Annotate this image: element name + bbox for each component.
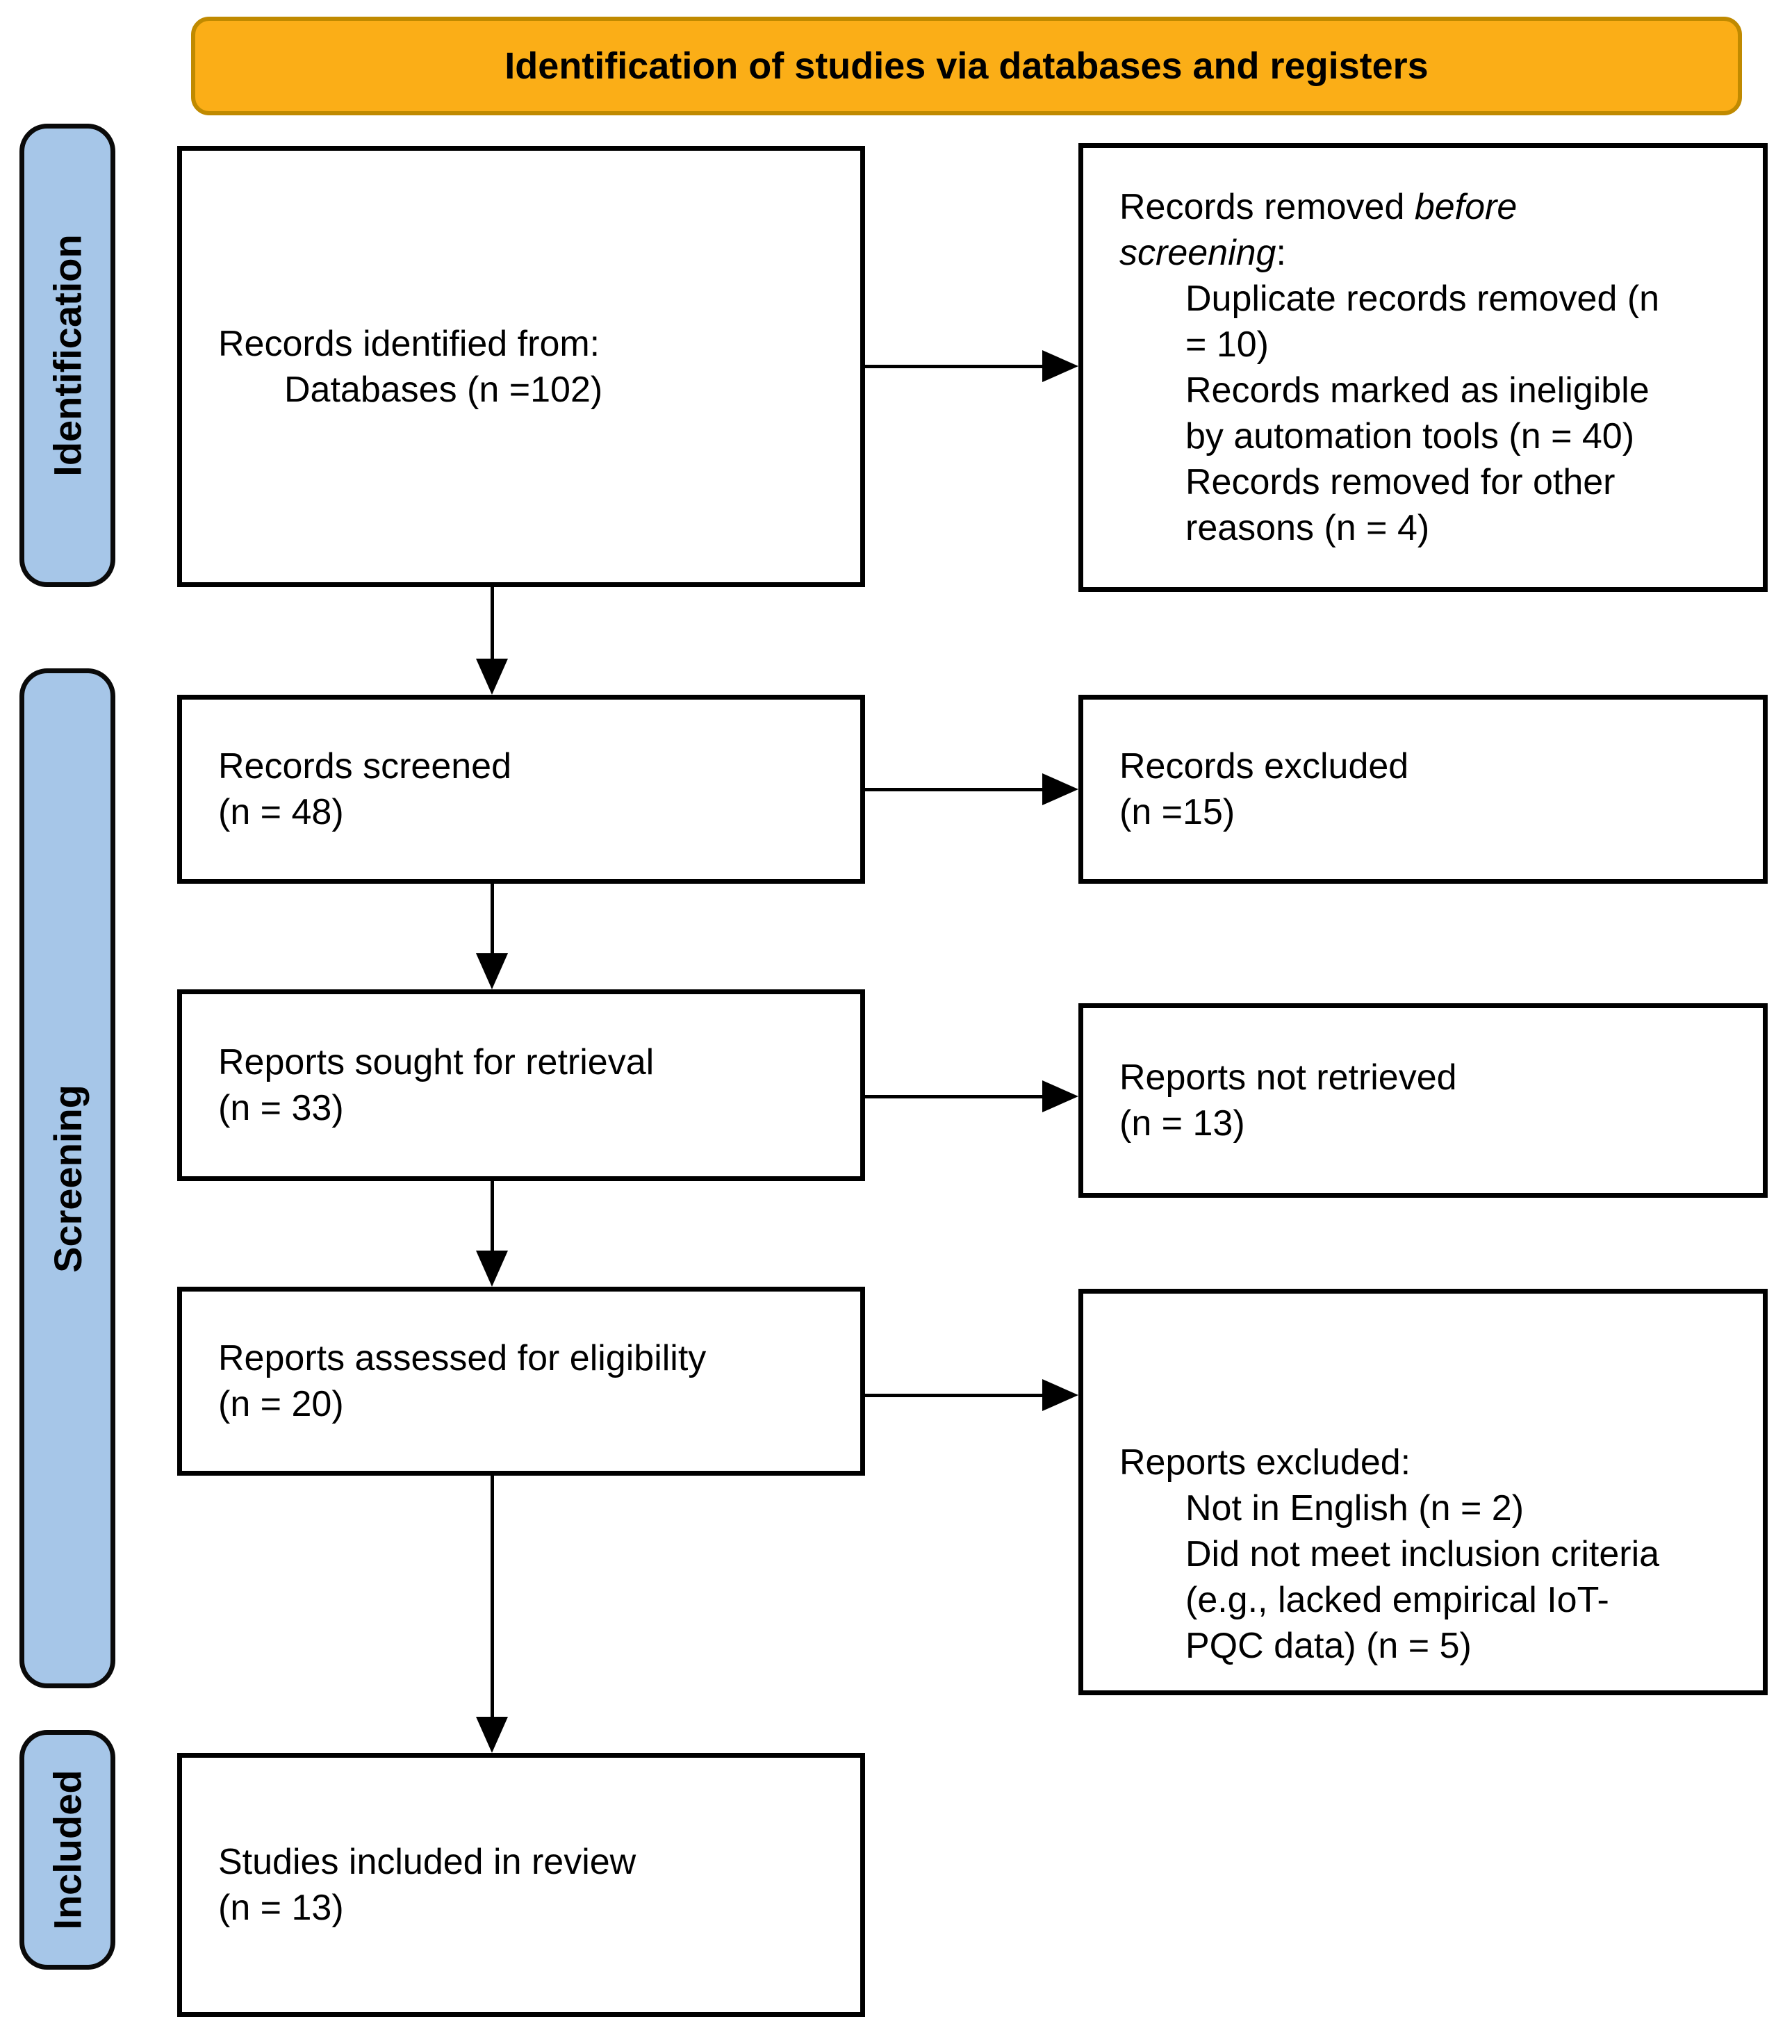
arrow-identified-to-removed [865,350,1078,382]
banner-title-label: Identification of studies via databases … [504,45,1429,87]
reports-assessed-line1: Reports assessed for eligibility [218,1338,707,1378]
reports-sought-line1: Reports sought for retrieval [218,1042,655,1082]
records-removed-italic-screening: screening [1119,233,1276,273]
box-records-removed: Records removed before screening: Duplic… [1078,143,1768,592]
box-studies-included: Studies included in review (n = 13) [177,1753,865,2017]
reports-excluded-item: (e.g., lacked empirical IoT- [1185,1580,1609,1620]
stage-label-screening: Screening [19,668,115,1688]
arrow-assessed-to-included [476,1476,508,1753]
arrow-screened-to-excluded [865,773,1078,805]
stage-label-screening-text: Screening [45,1084,90,1273]
box-records-identified: Records identified from: Databases (n =1… [177,146,865,587]
stage-label-identification-text: Identification [45,234,90,477]
records-removed-item: = 10) [1185,324,1269,365]
records-removed-title-line2: screening: [1119,233,1286,273]
arrow-sought-to-assessed [476,1181,508,1287]
reports-excluded-item: PQC data) (n = 5) [1185,1626,1472,1666]
reports-excluded-item: Not in English (n = 2) [1185,1488,1524,1528]
reports-sought-line2: (n = 33) [218,1088,344,1128]
reports-not-retrieved-line1: Reports not retrieved [1119,1057,1457,1098]
reports-not-retrieved-line2: (n = 13) [1119,1103,1245,1144]
records-excluded-line2: (n =15) [1119,792,1235,832]
box-reports-assessed: Reports assessed for eligibility (n = 20… [177,1287,865,1476]
box-reports-not-retrieved: Reports not retrieved (n = 13) [1078,1003,1768,1198]
records-removed-title-line1: Records removed before [1119,187,1518,227]
box-reports-excluded: Reports excluded: Not in English (n = 2)… [1078,1289,1768,1695]
records-removed-item: Records marked as ineligible [1185,370,1650,411]
box-records-screened: Records screened (n = 48) [177,695,865,884]
records-screened-line2: (n = 48) [218,792,344,832]
studies-included-line2: (n = 13) [218,1888,344,1928]
arrow-assessed-to-reports-excluded [865,1379,1078,1411]
box-reports-sought: Reports sought for retrieval (n = 33) [177,989,865,1181]
stage-label-identification: Identification [19,124,115,587]
records-removed-item: reasons (n = 4) [1185,508,1430,548]
records-removed-item: Records removed for other [1185,462,1616,502]
reports-excluded-title: Reports excluded: [1119,1442,1411,1483]
arrow-sought-to-not-retrieved [865,1080,1078,1112]
records-removed-italic-before: before [1414,187,1518,227]
records-identified-line2: Databases (n =102) [284,369,603,410]
records-removed-item: Duplicate records removed (n [1185,279,1660,319]
banner-title: Identification of studies via databases … [191,17,1742,115]
reports-assessed-line2: (n = 20) [218,1384,344,1424]
studies-included-line1: Studies included in review [218,1842,636,1882]
reports-excluded-item: Did not meet inclusion criteria [1185,1534,1660,1574]
records-identified-line1: Records identified from: [218,323,600,364]
stage-label-included-text: Included [45,1770,90,1930]
records-excluded-line1: Records excluded [1119,746,1409,786]
stage-label-included: Included [19,1730,115,1970]
records-removed-item: by automation tools (n = 40) [1185,416,1635,456]
records-screened-line1: Records screened [218,746,511,786]
arrow-screened-to-sought [476,884,508,989]
arrow-identified-to-screened [476,587,508,695]
box-records-excluded: Records excluded (n =15) [1078,695,1768,884]
